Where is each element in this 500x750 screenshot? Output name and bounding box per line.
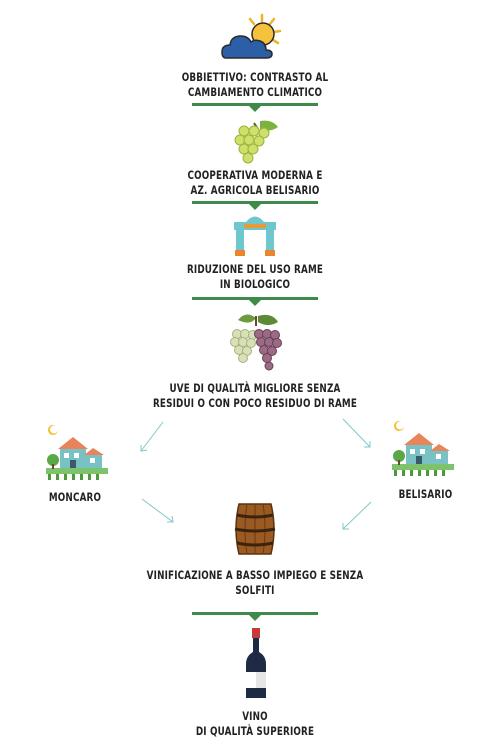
moncaro-label: MONCARO	[48, 490, 102, 504]
belisario-house-icon	[392, 420, 454, 476]
arrow-belisario-to-winery	[340, 500, 374, 532]
vinification-label: VINIFICAZIONE A BASSO IMPIEGO E SENZA SO…	[146, 568, 364, 597]
moncaro-house-icon	[46, 424, 108, 480]
wine-bottle-icon	[244, 628, 268, 700]
goal-label: OBBIETTIVO: CONTRASTO AL CAMBIAMENTO CLI…	[181, 70, 329, 99]
divider-1	[192, 103, 318, 112]
wine-label: VINO DI QUALITÀ SUPERIORE	[195, 709, 315, 738]
sun-cloud-icon	[220, 12, 286, 64]
mixed-grapes-icon	[228, 310, 284, 372]
divider-3	[192, 297, 318, 306]
white-grapes-icon	[232, 117, 280, 165]
copper-label: RIDUZIONE DEL USO RAME IN BIOLOGICO	[186, 262, 324, 291]
wine-barrel-icon	[233, 500, 277, 558]
arrow-to-moncaro	[135, 420, 167, 456]
grapes-label: UVE DI QUALITÀ MIGLIORE SENZA RESIDUI O …	[152, 381, 358, 410]
arrow-moncaro-to-winery	[140, 497, 176, 525]
cooperative-label: COOPERATIVA MODERNA E AZ. AGRICOLA BELIS…	[187, 168, 323, 197]
arrow-to-belisario	[340, 417, 374, 451]
divider-2	[192, 201, 318, 210]
divider-4	[192, 612, 318, 621]
vineyard-arch-icon	[232, 212, 278, 258]
belisario-label: BELISARIO	[398, 487, 453, 501]
